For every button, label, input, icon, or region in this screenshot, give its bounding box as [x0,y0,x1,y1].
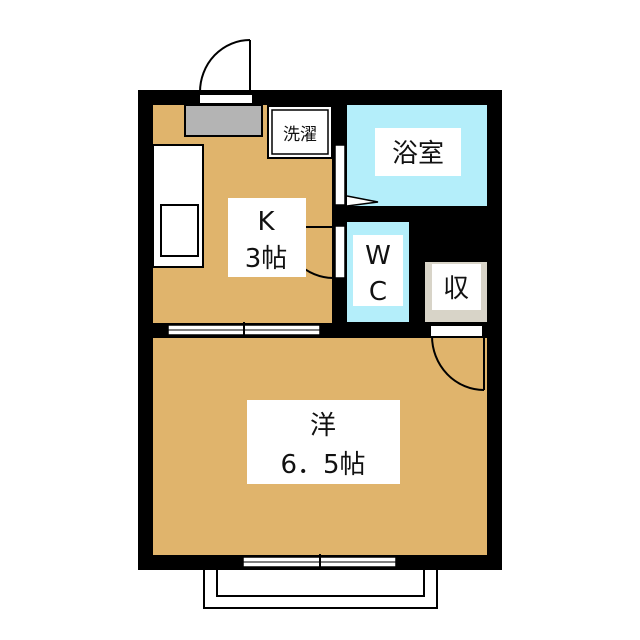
bath-door-swing [346,195,379,207]
svg-text:洋: 洋 [310,411,336,441]
svg-text:C: C [369,277,387,307]
entrance-opening [200,95,252,103]
sink [160,204,199,257]
wc-door [334,225,346,279]
wc-label: W C [353,235,403,307]
kitchen-window [167,322,321,338]
svg-text:6．5帖: 6．5帖 [280,450,365,480]
svg-text:収: 収 [443,274,469,304]
laundry-label: 洗濯 [283,125,317,145]
closet-door-swing [431,335,485,391]
shoe-box [184,104,263,137]
bathroom-label: 浴室 [375,128,461,176]
svg-text:3帖: 3帖 [245,244,288,274]
balcony [203,570,438,609]
svg-text:浴室: 浴室 [392,139,444,169]
bath-door [334,144,346,206]
kitchen-counter [152,144,204,268]
kitchen-label: K 3帖 [228,198,306,277]
svg-text:K: K [257,207,275,237]
svg-text:W: W [365,241,391,271]
closet-label: 収 [432,264,481,310]
laundry-space: 洗濯 [267,105,333,159]
balcony-window [242,554,397,570]
western-room-label: 洋 6．5帖 [247,400,400,484]
entrance-door [199,39,251,93]
closet-opening [431,326,482,336]
